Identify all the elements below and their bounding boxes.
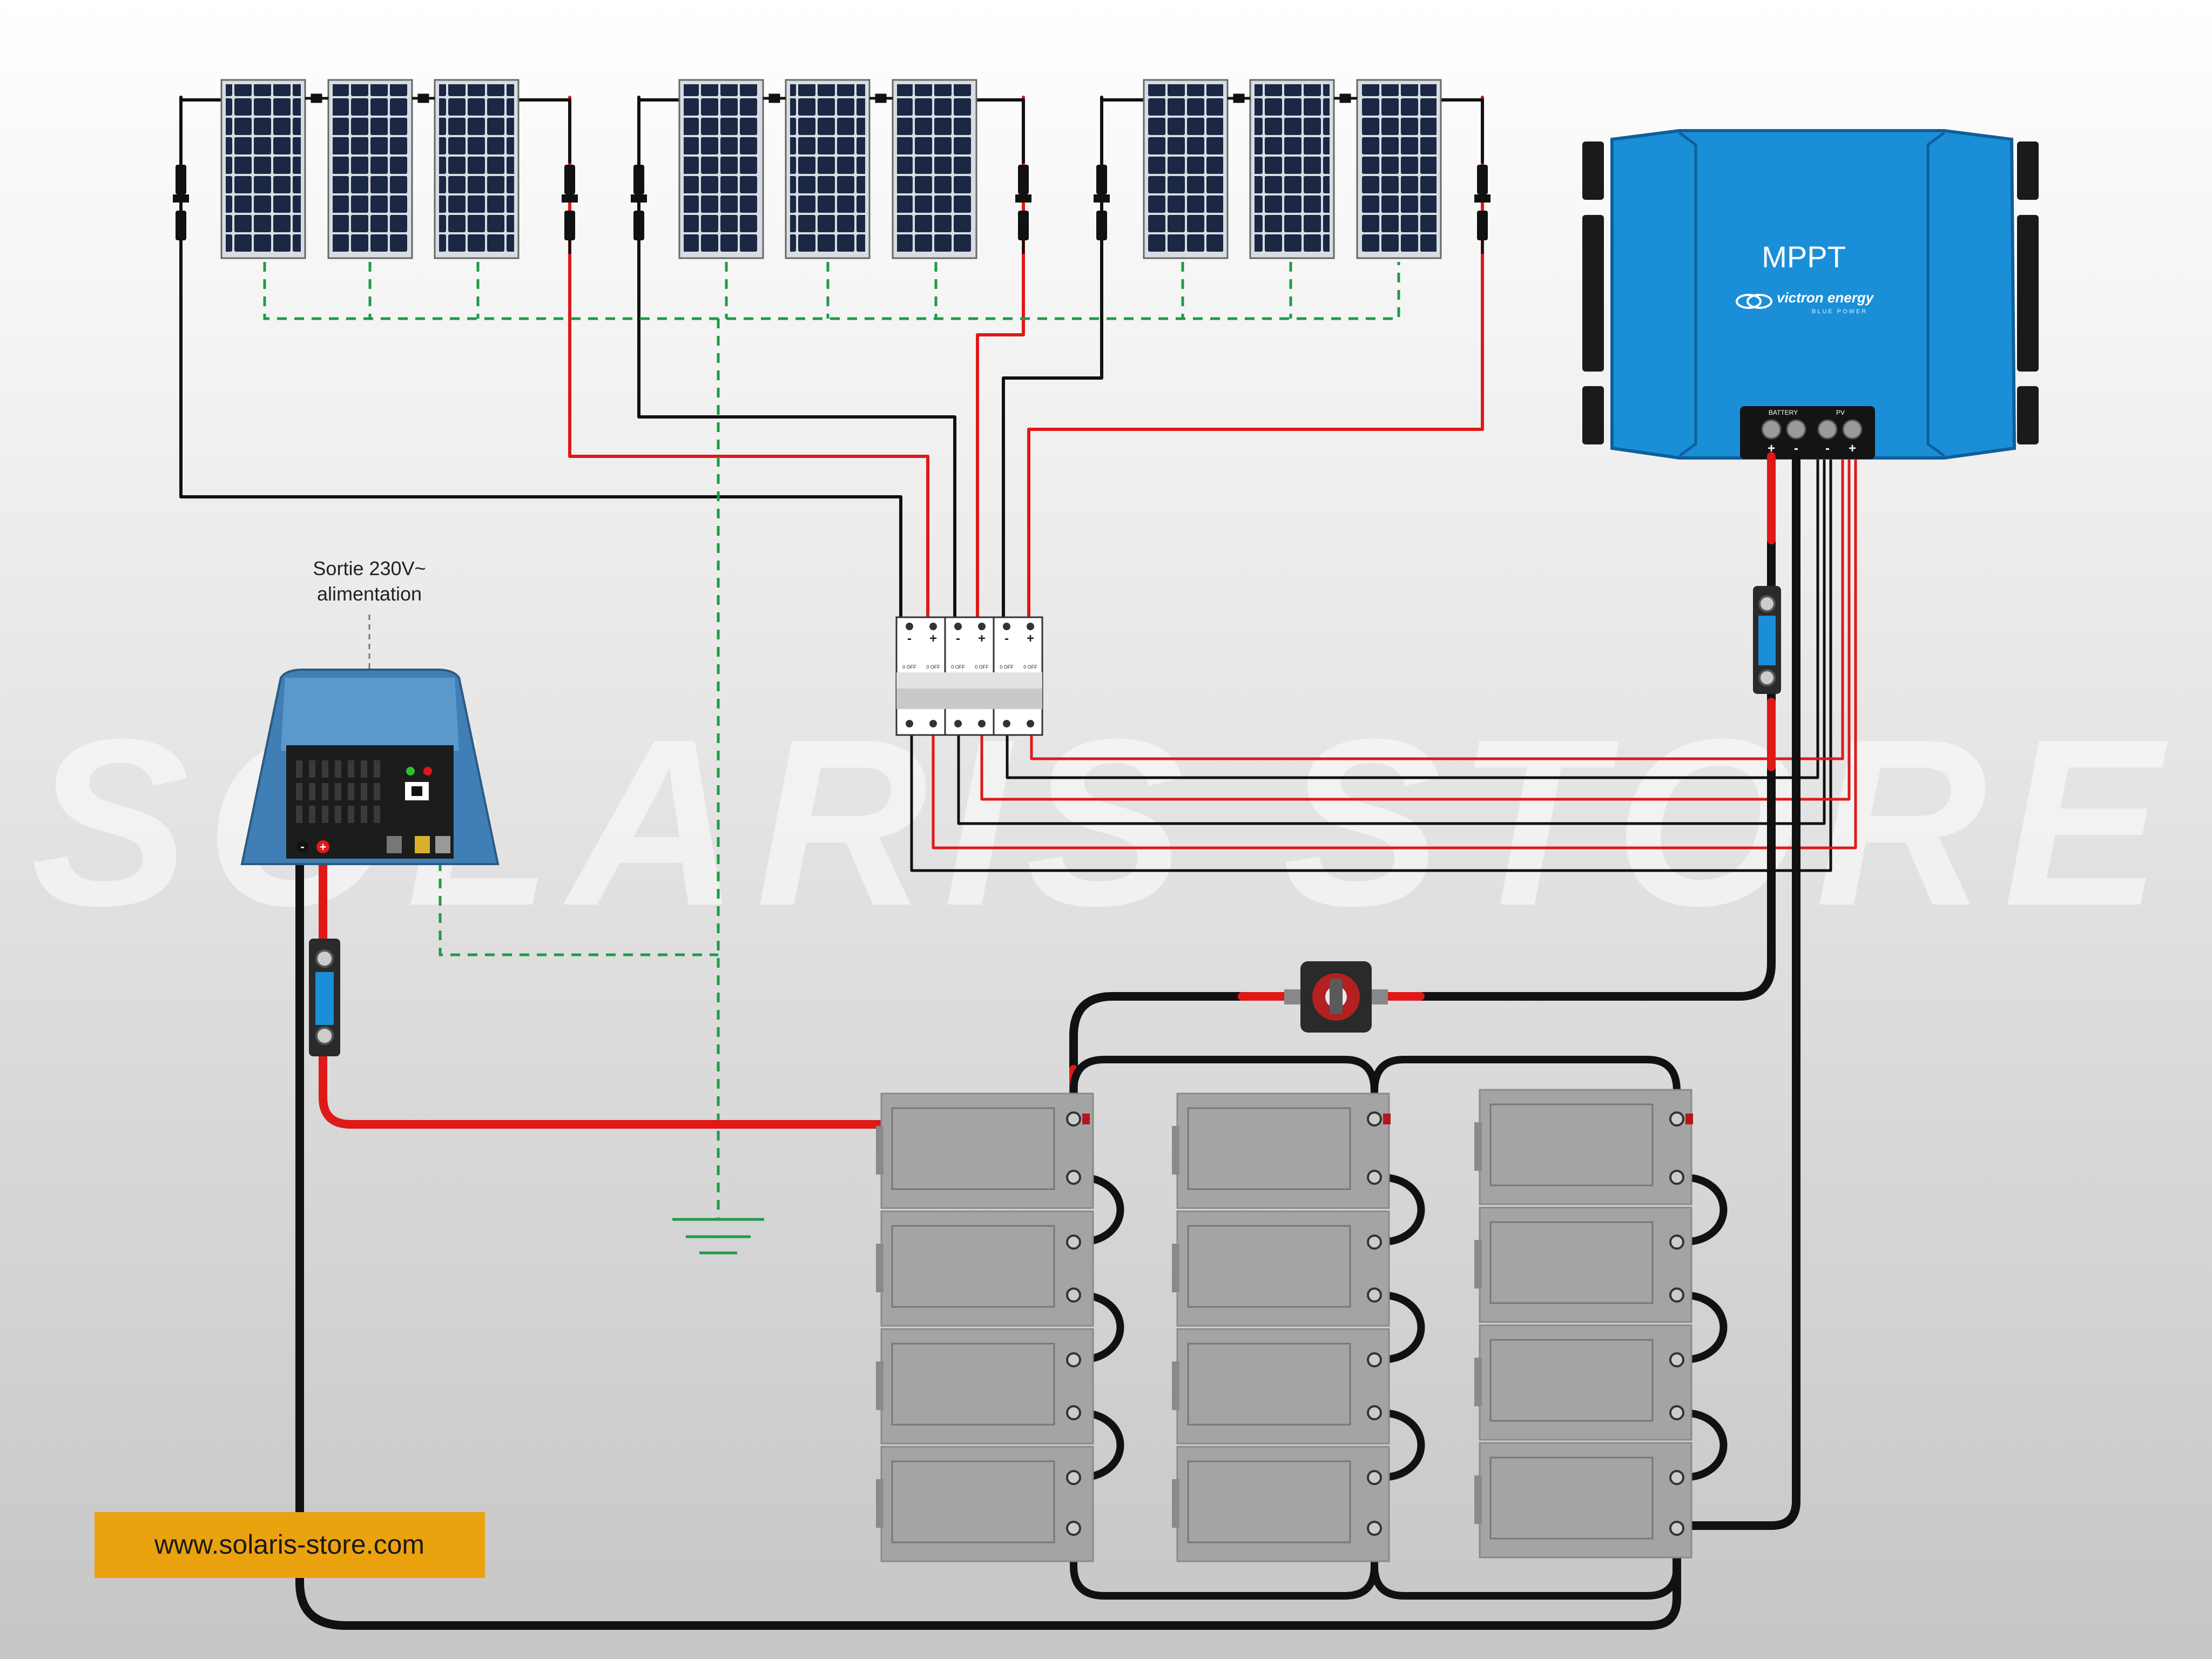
- solar-panel: [892, 79, 977, 259]
- solar-panel: [434, 79, 520, 259]
- mppt-battery-fuse[interactable]: [1753, 586, 1781, 694]
- ground-wiring: [263, 262, 1400, 1218]
- battery: [1172, 1328, 1390, 1445]
- pv-out-3: [957, 452, 1826, 825]
- mppt-brand-sub: BLUE POWER: [1812, 308, 1867, 315]
- battery: [876, 1328, 1094, 1445]
- battery-bank: [876, 1089, 1693, 1562]
- inverter-positive-cable: [319, 844, 1079, 1129]
- breaker-off-label-6: 0 OFF: [1023, 664, 1037, 670]
- solar-panel: [1143, 79, 1229, 259]
- breaker-sign-4: +: [978, 631, 986, 646]
- pv-out-1: [910, 452, 1832, 872]
- victron-logo-icon: [1736, 294, 1772, 309]
- battery: [1172, 1446, 1390, 1562]
- breaker-sign-5: -: [1004, 631, 1009, 646]
- battery: [876, 1210, 1094, 1327]
- breaker-sign-6: +: [1027, 631, 1034, 646]
- breaker-sign-1: -: [907, 631, 912, 646]
- pv-out-5: [1006, 452, 1819, 779]
- battery: [1474, 1206, 1692, 1323]
- pv-out-2: [932, 452, 1857, 849]
- solar-panel: [1249, 79, 1335, 259]
- mppt-positive-cable: [1416, 452, 1776, 1001]
- inverter-terminal-minus: -: [300, 840, 304, 853]
- mppt-charge-controller[interactable]: MPPT victron energy BLUE POWER BATTERY P…: [1582, 129, 2039, 460]
- solar-panel: [220, 79, 306, 259]
- mppt-negative-cable: [1675, 452, 1800, 1530]
- inverter-output-label-line2: alimentation: [317, 583, 422, 605]
- website-badge[interactable]: [95, 1512, 485, 1578]
- solar-panel: [785, 79, 871, 259]
- pv-dc-breaker[interactable]: - + - + - + 0 OFF 0 OFF 0 OFF 0 OFF 0 OF…: [895, 616, 1043, 736]
- battery: [876, 1092, 1094, 1209]
- mppt-terminal-sign-4: +: [1849, 441, 1856, 456]
- battery: [1172, 1092, 1391, 1209]
- mppt-brand: victron energy: [1777, 289, 1874, 306]
- battery: [876, 1446, 1094, 1562]
- inverter-negative-cable: [295, 844, 1681, 1630]
- solar-panel: [678, 79, 764, 259]
- mppt-terminal-sign-1: +: [1768, 441, 1775, 456]
- inverter[interactable]: - +: [240, 669, 500, 865]
- breaker-off-label-4: 0 OFF: [975, 664, 989, 670]
- mppt-title: MPPT: [1762, 240, 1846, 274]
- string-2-negative-wire: [637, 96, 956, 625]
- solar-panel: [1356, 79, 1442, 259]
- mppt-battery-label: BATTERY: [1769, 409, 1798, 416]
- website-link[interactable]: www.solaris-store.com: [154, 1529, 424, 1560]
- breaker-off-label-5: 0 OFF: [1000, 664, 1014, 670]
- mc4-connectors: [173, 165, 1491, 254]
- inverter-output-label-line1: Sortie 230V~: [313, 557, 426, 579]
- breaker-sign-3: -: [956, 631, 960, 646]
- inverter-battery-fuse[interactable]: [309, 939, 340, 1056]
- solar-panels: [220, 79, 1442, 259]
- string-1-negative-wire: [179, 96, 902, 625]
- battery: [1474, 1442, 1692, 1559]
- breaker-sign-2: +: [929, 631, 937, 646]
- mppt-pv-label: PV: [1836, 409, 1845, 416]
- pv-out-6: [1030, 452, 1844, 760]
- mppt-terminal-sign-2: -: [1794, 441, 1798, 456]
- inverter-terminal-plus: +: [320, 840, 327, 854]
- solar-panel: [327, 79, 413, 259]
- string-3-positive-wire: [1027, 96, 1484, 625]
- switch-to-battery-cable: [1069, 992, 1292, 1123]
- ground-symbol: [672, 1218, 764, 1255]
- mppt-terminal-block: [1740, 406, 1875, 459]
- string-1-positive-wire: [568, 96, 929, 625]
- pv-out-4: [980, 452, 1851, 801]
- battery-cables: [295, 452, 1800, 1630]
- battery-disconnect-switch[interactable]: [1284, 961, 1388, 1033]
- battery: [1474, 1324, 1692, 1441]
- mppt-terminal-sign-3: -: [1825, 441, 1830, 456]
- battery: [1172, 1210, 1390, 1327]
- breaker-off-label-1: 0 OFF: [902, 664, 916, 670]
- breaker-off-label-3: 0 OFF: [951, 664, 965, 670]
- breaker-off-label-2: 0 OFF: [926, 664, 940, 670]
- battery: [1474, 1089, 1693, 1205]
